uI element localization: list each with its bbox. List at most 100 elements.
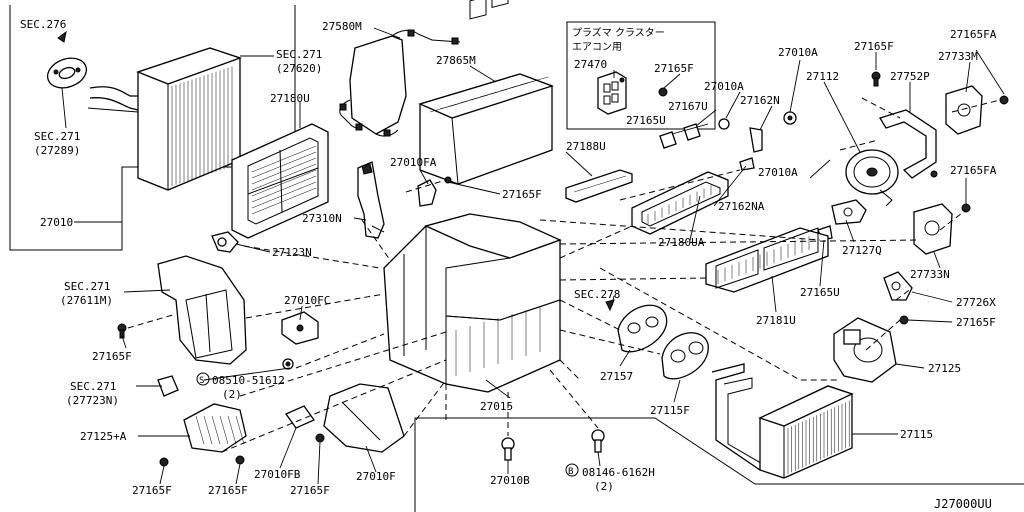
screw-27010A-right bbox=[783, 111, 797, 125]
bolt-symbol-b: B bbox=[565, 463, 579, 477]
label-27010A-3: 27010A bbox=[758, 166, 798, 179]
label-27165F-bl3: 27165F bbox=[290, 484, 330, 497]
label-27162N: 27162N bbox=[740, 94, 780, 107]
screw-27165FA-top bbox=[999, 95, 1009, 105]
label-27726X: 27726X bbox=[956, 296, 996, 309]
label-27165F-right: 27165F bbox=[956, 316, 996, 329]
label-27010A-1: 27010A bbox=[704, 80, 744, 93]
label-27733M: 27733M bbox=[938, 50, 978, 63]
label-27167U: 27167U bbox=[668, 100, 708, 113]
label-27010F: 27010F bbox=[356, 470, 396, 483]
label-27010: 27010 bbox=[40, 216, 73, 229]
ionizer-27470 bbox=[597, 71, 627, 115]
label-27180U: 27180U bbox=[270, 92, 310, 105]
screw-27165F-left bbox=[117, 323, 127, 339]
duct-27010F bbox=[323, 383, 405, 453]
assembly-dashed-lines bbox=[127, 97, 1001, 453]
label-27165F-bl1: 27165F bbox=[132, 484, 172, 497]
label-sec271-seal: SEC.271 bbox=[34, 130, 80, 143]
sensor-27726X bbox=[883, 271, 913, 301]
label-27115: 27115 bbox=[900, 428, 933, 441]
main-housing-27015 bbox=[383, 213, 562, 393]
diagram-code: J27000UU bbox=[934, 497, 992, 511]
evaporator-seal-plate bbox=[46, 30, 88, 89]
screw-27165F-top bbox=[871, 71, 881, 87]
label-27010FC: 27010FC bbox=[284, 294, 330, 307]
label-27157: 27157 bbox=[600, 370, 633, 383]
case-27611M bbox=[157, 255, 247, 365]
label-27470: 27470 bbox=[574, 58, 607, 71]
label-08146: 08146-6162H bbox=[582, 466, 655, 479]
small-bracket-27010FA bbox=[417, 176, 452, 207]
label-27165F-bl2: 27165F bbox=[208, 484, 248, 497]
heater-core-subframe bbox=[414, 417, 1024, 512]
filter-frame-27180U bbox=[231, 123, 329, 239]
label-27127Q: 27127Q bbox=[842, 244, 882, 257]
label-aircon-use: エアコン用 bbox=[572, 42, 622, 53]
leader-lines bbox=[61, 27, 1005, 485]
svg-text:S: S bbox=[199, 376, 204, 386]
connectors-upper-row bbox=[659, 118, 833, 241]
label-27165F-plasma: 27165F bbox=[654, 62, 694, 75]
grille-27181U bbox=[705, 227, 829, 293]
label-27165F-left: 27165F bbox=[92, 350, 132, 363]
label-27188U: 27188U bbox=[566, 140, 606, 153]
plasma-cluster-subframe bbox=[566, 21, 716, 130]
duct-27125A bbox=[183, 403, 247, 453]
label-27165F-duct: 27165F bbox=[502, 188, 542, 201]
part-labels: SEC.276 SEC.271 (27620) SEC.271 (27289) … bbox=[20, 18, 997, 511]
screw-27165F-plasma bbox=[658, 87, 668, 97]
label-27310N: 27310N bbox=[302, 212, 342, 225]
duct-27865M bbox=[418, 0, 554, 185]
label-27010A-2: 27010A bbox=[778, 46, 818, 59]
label-sec276: SEC.276 bbox=[20, 18, 66, 31]
label-sec271-clip: SEC.271 bbox=[70, 380, 116, 393]
label-27580M: 27580M bbox=[322, 20, 362, 33]
filter-27188U bbox=[565, 169, 633, 203]
link-27310N bbox=[357, 161, 385, 239]
label-27611M: (27611M) bbox=[60, 294, 113, 307]
label-27115F: 27115F bbox=[650, 404, 690, 417]
label-27125: 27125 bbox=[928, 362, 961, 375]
label-27620: (27620) bbox=[276, 62, 322, 75]
bolt-symbol-s: S bbox=[196, 372, 210, 386]
label-qty-2b: (2) bbox=[594, 480, 614, 493]
label-27015: 27015 bbox=[480, 400, 513, 413]
label-qty-2a: (2) bbox=[222, 388, 242, 401]
label-27165U-1: 27165U bbox=[626, 114, 666, 127]
seal-27115F bbox=[661, 332, 709, 380]
bracket-27010FB bbox=[285, 405, 315, 429]
bolt-27010B bbox=[501, 437, 515, 461]
label-27165FA-mid: 27165FA bbox=[950, 164, 997, 177]
label-27723N: (27723N) bbox=[66, 394, 119, 407]
actuator-27733M bbox=[945, 85, 983, 135]
label-plasma-cluster: プラズマ クラスター bbox=[572, 26, 665, 39]
label-27180UA: 27180UA bbox=[658, 236, 705, 249]
label-27123N: 27123N bbox=[272, 246, 312, 259]
actuator-27733N bbox=[913, 203, 971, 255]
label-27010FB: 27010FB bbox=[254, 468, 301, 481]
bracket-27010FC bbox=[281, 311, 319, 345]
label-sec278: SEC.278 bbox=[574, 288, 620, 301]
label-27289: (27289) bbox=[34, 144, 80, 157]
label-27181U: 27181U bbox=[756, 314, 796, 327]
label-27112: 27112 bbox=[806, 70, 839, 83]
bracket-27752P bbox=[879, 109, 938, 179]
motor-27112 bbox=[845, 149, 899, 207]
label-27752P: 27752P bbox=[890, 70, 930, 83]
evaporator-pipes bbox=[87, 86, 139, 113]
wiring-harness-27580M bbox=[339, 29, 461, 137]
label-27165F-top: 27165F bbox=[854, 40, 894, 53]
label-27165FA-top: 27165FA bbox=[950, 28, 997, 41]
bolt-08146 bbox=[591, 429, 605, 453]
label-sec271-evap: SEC.271 bbox=[276, 48, 322, 61]
label-27165U-2: 27165U bbox=[800, 286, 840, 299]
clip-27723N bbox=[157, 375, 179, 397]
svg-text:B: B bbox=[568, 467, 573, 477]
heater-core-27115 bbox=[758, 385, 854, 479]
label-27733N: 27733N bbox=[910, 268, 950, 281]
label-08510: 08510-51612 bbox=[212, 374, 285, 387]
label-27162NA: 27162NA bbox=[718, 200, 765, 213]
filter-27180UA bbox=[631, 171, 729, 235]
